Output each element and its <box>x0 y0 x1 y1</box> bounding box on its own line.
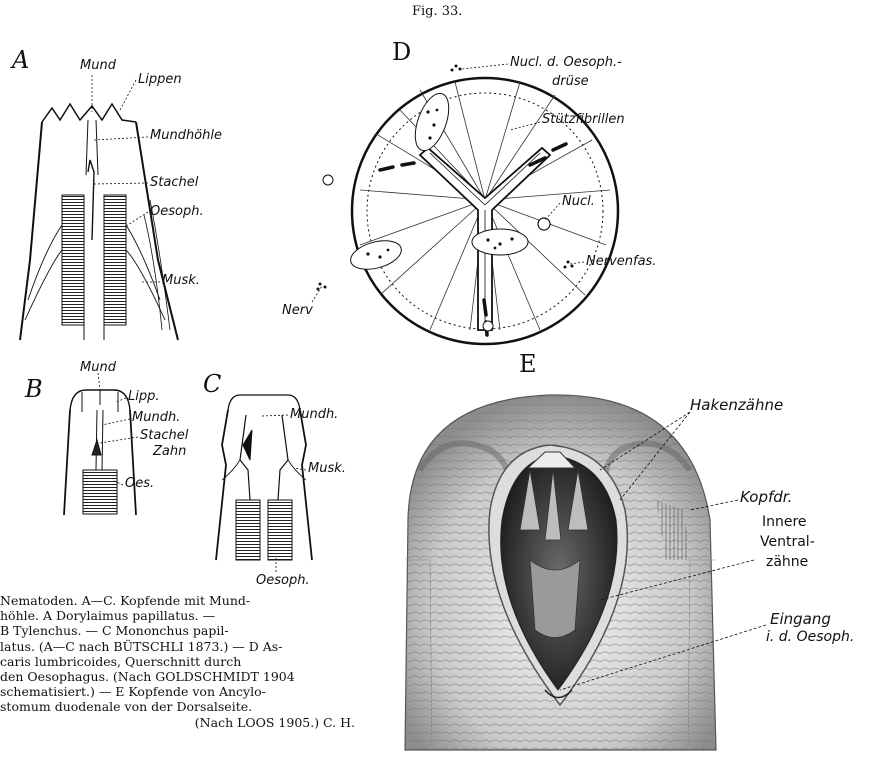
label-mundh-c: Mundh. <box>290 407 338 422</box>
label-innere: Innere <box>762 514 807 530</box>
label-eingang-oesoph: i. d. Oesoph. <box>766 629 854 645</box>
figure-caption: Nematoden. A—C. Kopfende mit Mund- höhle… <box>0 593 375 730</box>
label-nucl-oesoph: Nucl. d. Oesoph.- <box>510 55 622 70</box>
label-nervenfas: Nervenfas. <box>586 254 656 269</box>
panel-d-label: D <box>392 38 411 66</box>
label-stachel-b: Stachel <box>140 428 188 443</box>
label-lippen: Lippen <box>138 72 182 87</box>
label-stuetzfibrillen: Stützfibrillen <box>542 112 625 127</box>
label-stachel-a: Stachel <box>150 175 198 190</box>
panel-a-label: A <box>12 46 29 74</box>
label-druese: drüse <box>552 74 589 89</box>
label-eingang: Eingang <box>770 610 831 628</box>
panel-c-label: C <box>203 370 221 398</box>
label-zahn: Zahn <box>153 444 186 459</box>
caption-line: (Nach LOOS 1905.) C. H. <box>0 715 375 730</box>
label-mundhoehle: Mundhöhle <box>150 128 222 143</box>
label-hakenzaehne: Hakenzähne <box>690 396 783 414</box>
label-nucl: Nucl. <box>562 194 595 209</box>
label-mund-a: Mund <box>80 58 116 73</box>
caption-line: stomum duodenale von der Dorsalseite. <box>0 699 375 714</box>
label-lipp: Lipp. <box>128 389 160 404</box>
label-ventral: Ventral- <box>760 534 815 550</box>
panel-e-label: E <box>519 350 537 378</box>
label-musk-a: Musk. <box>162 273 200 288</box>
caption-line: schematisiert.) — E Kopfende von Ancylo- <box>0 684 375 699</box>
caption-line: Nematoden. A—C. Kopfende mit Mund- <box>0 593 375 608</box>
label-kopfdr: Kopfdr. <box>740 488 792 506</box>
label-oesoph-c: Oesoph. <box>256 573 310 588</box>
caption-line: den Oesophagus. (Nach GOLDSCHMIDT 1904 <box>0 669 375 684</box>
label-oesoph-a: Oesoph. <box>150 204 204 219</box>
panel-e-drawing <box>405 395 716 750</box>
label-musk-c: Musk. <box>308 461 346 476</box>
panel-b-drawing <box>64 390 136 515</box>
panel-b-label: B <box>25 375 43 403</box>
label-nerv: Nerv <box>282 303 313 318</box>
caption-line: latus. (A—C nach BÜTSCHLI 1873.) — D As- <box>0 639 375 654</box>
label-mund-b: Mund <box>80 360 116 375</box>
caption-line: höhle. A Dorylaimus papillatus. — <box>0 608 375 623</box>
caption-line: B Tylenchus. — C Mononchus papil- <box>0 623 375 638</box>
label-zaehne: zähne <box>766 554 808 570</box>
label-mundh-b: Mundh. <box>132 410 180 425</box>
label-oes: Oes. <box>125 476 154 491</box>
caption-line: caris lumbricoides, Querschnitt durch <box>0 654 375 669</box>
